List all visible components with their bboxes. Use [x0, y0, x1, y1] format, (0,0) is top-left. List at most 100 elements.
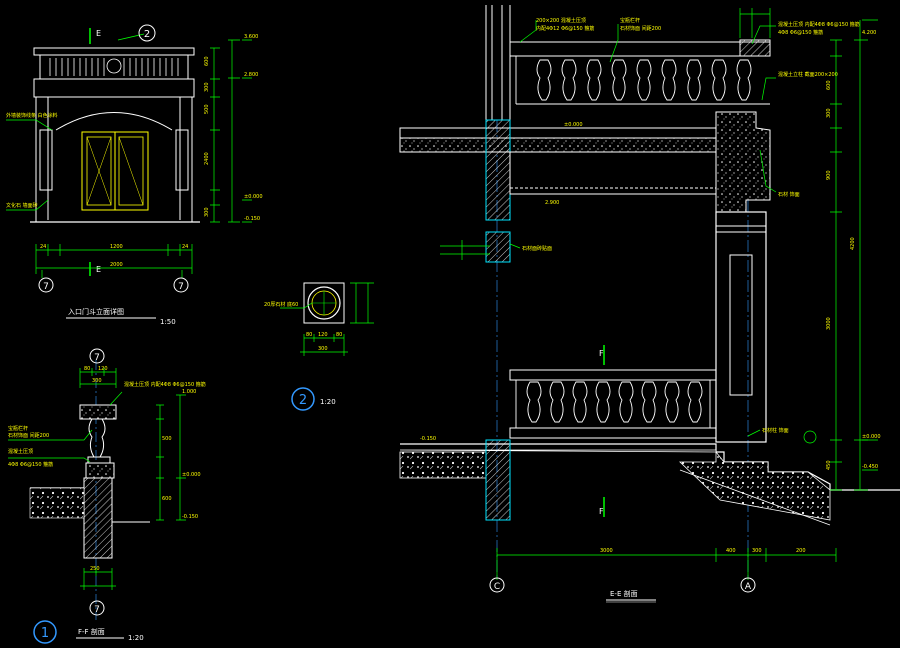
ff-note-mid: 宝瓶栏杆 [8, 425, 28, 432]
svg-text:600: 600 [162, 496, 172, 502]
ee-note-right-1: 混凝土压顶 内配4Φ8 Φ6@150 箍筋 [778, 21, 860, 28]
svg-text:3.600: 3.600 [244, 34, 258, 40]
svg-text:900: 900 [826, 170, 832, 180]
ee-note-right-2: 4Φ8 Φ6@150 箍筋 [778, 29, 823, 36]
ee-section-mark-top: F [599, 349, 604, 358]
svg-text:2400: 2400 [204, 152, 210, 165]
svg-text:±0.000: ±0.000 [244, 194, 263, 200]
svg-text:250: 250 [90, 566, 100, 572]
elev-axis-left-bubble [38, 277, 54, 293]
ee-axis-left-bubble [489, 577, 505, 593]
detail2-number-bubble [291, 387, 315, 411]
entrance-elevation: 2 E E 外墙装饰线条 白色涂料 文化石 墙面砖 600 300 500 24… [6, 24, 263, 326]
svg-text:±0.000: ±0.000 [862, 434, 881, 440]
elev-cornice [33, 47, 195, 56]
elev-frieze [33, 78, 195, 98]
svg-text:300: 300 [92, 378, 102, 384]
section-ff: 7 7 80 120 [8, 348, 206, 644]
detail2-scale: 1:20 [320, 398, 336, 406]
detail2-dim-total: 300 [318, 346, 328, 352]
detail2-dim-a: 80 [306, 332, 312, 338]
ee-axis-right: A [745, 582, 752, 592]
ee-top-balusters [515, 56, 770, 105]
svg-text:600: 600 [826, 80, 832, 90]
ee-note-mid: 石材面砖贴面 [522, 245, 552, 252]
elev-balusters [49, 58, 179, 76]
ff-axis-bottom: 7 [94, 605, 100, 615]
detail2-dim-c: 80 [336, 332, 342, 338]
svg-text:-0.150: -0.150 [182, 514, 198, 520]
svg-text:80: 80 [84, 366, 90, 372]
ff-note-low: 混凝土压顶 [8, 448, 33, 455]
svg-text:1.000: 1.000 [182, 389, 196, 395]
elev-axis-right-bubble [173, 277, 189, 293]
ff-axis-bottom-bubble [89, 600, 105, 616]
detail-2-column-plan: 20厚石材 底60 80 120 80 300 2 1:20 [264, 282, 374, 411]
svg-text:±0.000: ±0.000 [182, 472, 201, 478]
elev-dim-total: 2000 [110, 262, 123, 268]
ee-note-column: 石材柱 饰面 [762, 427, 789, 434]
elev-callout-circle [138, 24, 156, 42]
elev-dim-left: 24 [40, 244, 46, 250]
ff-scale: 1:20 [128, 634, 144, 642]
svg-text:600: 600 [204, 56, 210, 66]
ff-number-bubble [33, 620, 57, 644]
svg-text:500: 500 [204, 104, 210, 114]
elev-axis-left: 7 [43, 282, 49, 292]
detail2-dim-b: 120 [318, 332, 328, 338]
svg-text:4200: 4200 [850, 237, 856, 250]
ff-note-mid2: 石材饰面 间距200 [8, 432, 49, 439]
ee-note-right-4: 石材 饰面 [778, 191, 800, 198]
elev-axis-right: 7 [178, 282, 184, 292]
section-ee: F F 200×200 混凝土压顶 内配4Φ12 Φ6@150 箍筋 宝瓶栏杆 … [399, 5, 900, 603]
svg-text:2.900: 2.900 [545, 200, 559, 206]
elev-right-pilaster [175, 129, 189, 191]
detail2-number: 2 [299, 393, 307, 408]
ff-number: 1 [41, 626, 49, 641]
elev-callout-number: 2 [144, 29, 150, 40]
elev-dim-right: 24 [182, 244, 188, 250]
ee-axis-right-bubble [740, 577, 756, 593]
detail2-note: 20厚石材 底60 [264, 301, 298, 308]
svg-text:-0.150: -0.150 [244, 216, 260, 222]
ee-dim-2: 400 [726, 548, 736, 554]
ee-note-top-2: 内配4Φ12 Φ6@150 箍筋 [536, 25, 594, 32]
elev-arch [47, 97, 181, 220]
ee-section-mark-bottom: F [599, 507, 604, 516]
ee-axis-left: C [494, 582, 500, 592]
elev-left-pilaster [39, 129, 53, 191]
ee-dim-1: 3000 [600, 548, 613, 554]
elev-title: 入口门斗立面详图 [68, 307, 124, 316]
elev-section-mark-top: E [96, 29, 101, 38]
svg-text:300: 300 [826, 108, 832, 118]
ff-axis-top-bubble [89, 348, 105, 364]
ee-note-right-3: 混凝土立柱 截面200×200 [778, 71, 838, 78]
ff-note-low2: 4Φ8 Φ6@150 箍筋 [8, 461, 53, 468]
elev-section-mark-bottom: E [96, 265, 101, 274]
svg-text:4.200: 4.200 [862, 30, 876, 36]
ee-dim-3: 300 [752, 548, 762, 554]
svg-text:300: 300 [204, 207, 210, 217]
svg-text:-0.150: -0.150 [420, 436, 436, 442]
ee-bottom-balusters [510, 380, 716, 429]
ff-axis-top: 7 [94, 353, 100, 363]
elev-portal [35, 96, 193, 223]
ee-note-top-4: 石材饰面 间距200 [620, 25, 661, 32]
svg-text:500: 500 [162, 436, 172, 442]
elev-scale: 1:50 [160, 318, 176, 326]
svg-text:300: 300 [204, 82, 210, 92]
ee-note-top-3: 宝瓶栏杆 [620, 17, 640, 24]
elev-note-top-left: 外墙装饰线条 白色涂料 [6, 112, 58, 119]
ff-title: F-F 剖面 [78, 627, 105, 636]
svg-text:450: 450 [826, 460, 832, 470]
ff-note-top: 混凝土压顶 内配4Φ8 Φ6@150 箍筋 [124, 381, 206, 388]
svg-text:-0.450: -0.450 [862, 464, 878, 470]
ee-dim-4: 200 [796, 548, 806, 554]
svg-text:120: 120 [98, 366, 108, 372]
elev-dim-mid: 1200 [110, 244, 123, 250]
svg-text:2.800: 2.800 [244, 72, 258, 78]
svg-text:3000: 3000 [826, 317, 832, 330]
svg-text:±0.000: ±0.000 [564, 122, 583, 128]
ee-note-top-1: 200×200 混凝土压顶 [536, 17, 586, 24]
